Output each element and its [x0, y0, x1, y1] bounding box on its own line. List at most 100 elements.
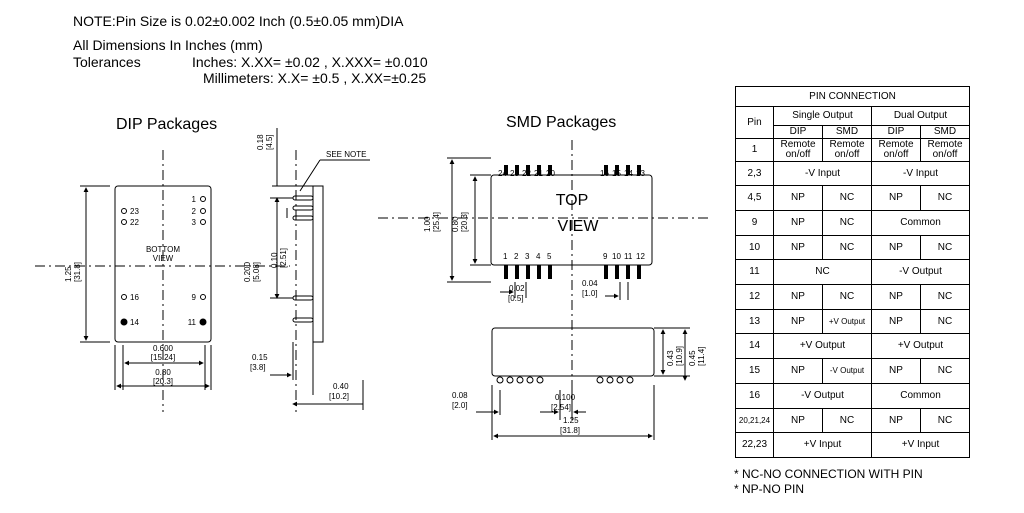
- single-smd-header: SMD: [822, 125, 872, 139]
- dip-depth-mm: [10.2]: [329, 392, 349, 401]
- smd-height-mm: [25.4]: [432, 212, 441, 232]
- smd-title: SMD Packages: [506, 114, 617, 131]
- onoff-label: on/off: [785, 149, 811, 160]
- onoff-label: on/off: [883, 149, 909, 160]
- table-cell: +V Output: [773, 333, 872, 359]
- smd-bottom-pin-10: 10: [612, 252, 621, 261]
- table-cell: Common: [870, 383, 971, 409]
- dip-pin-11: 11: [188, 318, 197, 327]
- smd-lead-mm: [2.0]: [452, 401, 468, 410]
- dip-bottom-label: BOTTOM: [146, 245, 180, 254]
- smd-top-pin-15: 15: [612, 169, 621, 178]
- smd-bottom-pin-4: 4: [536, 252, 541, 261]
- onoff-label: on/off: [834, 149, 860, 160]
- dip-pin-9: 9: [192, 293, 197, 302]
- table-cell: NP: [773, 309, 823, 334]
- smd-top-pin-14: 14: [624, 169, 633, 178]
- table-cell: +V Input: [870, 432, 971, 458]
- smd-top-pin-24: 24: [498, 169, 507, 178]
- dip-pinrow-mm: [5.08]: [252, 262, 261, 282]
- smd-len-in: 1.25: [563, 416, 579, 425]
- table-cell: +V Output: [822, 309, 872, 334]
- dip-side-outline: [312, 185, 324, 343]
- table-row-pin: 2,3: [735, 161, 774, 186]
- smd-bottom-pin-5: 5: [547, 252, 552, 261]
- smd-pad-mm: [0.5]: [508, 294, 524, 303]
- smd-side-outline: [491, 327, 655, 377]
- dual-output-header: Dual Output: [870, 106, 971, 126]
- table-row-pin: 20,21,24: [735, 408, 774, 433]
- dip-pin-23: 23: [130, 207, 139, 216]
- pin-table-title: PIN CONNECTION: [734, 86, 971, 107]
- table-cell: NC: [919, 185, 971, 211]
- remote-label: Remote: [829, 139, 865, 150]
- smd-bottom-pin-1: 1: [503, 252, 508, 261]
- table-row-pin: 10: [735, 235, 774, 260]
- table-cell: NP: [871, 185, 921, 211]
- dip-body-mm: [20.3]: [153, 377, 173, 386]
- remote-label: Remote: [780, 139, 816, 150]
- dip-pin-22: 22: [130, 218, 139, 227]
- footnote-nc: * NC-NO CONNECTION WITH PIN: [734, 467, 923, 481]
- table-row-pin: 11: [735, 259, 774, 285]
- smd-height-in: 1.00: [423, 216, 432, 232]
- dual-smd-header: SMD: [919, 125, 971, 139]
- table-cell: -V Output: [822, 358, 872, 384]
- table-cell: NC: [822, 408, 872, 433]
- table-cell: NC: [919, 284, 971, 310]
- smd-top-pin-23: 23: [510, 169, 519, 178]
- smd-lead-in: 0.08: [452, 391, 468, 400]
- pin-connection-table: PIN CONNECTION Pin Single Output Dual Ou…: [734, 86, 971, 458]
- smd-top-pin-21: 21: [534, 169, 543, 178]
- single-dip-header: DIP: [773, 125, 823, 139]
- table-cell: -V Output: [773, 383, 872, 409]
- table-cell: NC: [822, 284, 872, 310]
- onoff-label: on/off: [932, 149, 958, 160]
- smd-side2-mm: [11.4]: [697, 347, 706, 366]
- table-row-pin: 12: [735, 284, 774, 310]
- table-row-pin: 15: [735, 358, 774, 384]
- smd-pitch-mm: [2.54]: [551, 403, 571, 412]
- smd-side1-in: 0.43: [666, 350, 675, 366]
- table-cell: NC: [822, 185, 872, 211]
- table-cell: NP: [773, 408, 823, 433]
- table-cell: NC: [822, 235, 872, 260]
- table-cell: -V Input: [870, 161, 971, 186]
- table-cell: +V Output: [870, 333, 971, 359]
- note-dimensions: All Dimensions In Inches (mm): [73, 37, 263, 53]
- footnote-np: * NP-NO PIN: [734, 482, 805, 496]
- dual-dip-header: DIP: [871, 125, 921, 139]
- smd-top-label: TOP: [556, 192, 589, 209]
- note-tolerance-inches: Inches: X.XX= ±0.02 , X.XXX= ±0.010: [192, 54, 428, 70]
- table-cell: NC: [919, 358, 971, 384]
- smd-pad-in: 0.02: [509, 284, 525, 293]
- table-cell: NP: [773, 185, 823, 211]
- dip-height-in: 1.25: [64, 266, 73, 282]
- table-cell: NC: [919, 408, 971, 433]
- table-cell: NC: [919, 309, 971, 334]
- dip-pitch-mm: [2.51]: [279, 248, 288, 268]
- table-cell: -V Input: [773, 161, 872, 186]
- table-row-pin: 9: [735, 210, 774, 236]
- smd-view-label: VIEW: [558, 218, 600, 235]
- dip-pin-holes: [120, 196, 207, 326]
- table-row-pin: 16: [735, 383, 774, 409]
- dip-pin-16: 16: [130, 293, 139, 302]
- table-cell: +V Input: [773, 432, 872, 458]
- note-tolerance-label: Tolerances: [73, 54, 141, 70]
- remote-label: Remote: [927, 139, 963, 150]
- table-cell: NP: [773, 358, 823, 384]
- table-cell: NP: [773, 235, 823, 260]
- smd-len-mm: [31.8]: [560, 426, 580, 435]
- smd-inner-mm: [20.3]: [460, 212, 469, 232]
- table-cell: NP: [871, 408, 921, 433]
- smd-top-pin-22: 22: [522, 169, 531, 178]
- smd-top-pin-13: 13: [636, 169, 645, 178]
- smd-pad2-in: 0.04: [582, 279, 598, 288]
- table-row-pin: 1: [735, 138, 774, 162]
- smd-bottom-pin-9: 9: [603, 252, 608, 261]
- dip-width-in: 0.600: [153, 344, 174, 353]
